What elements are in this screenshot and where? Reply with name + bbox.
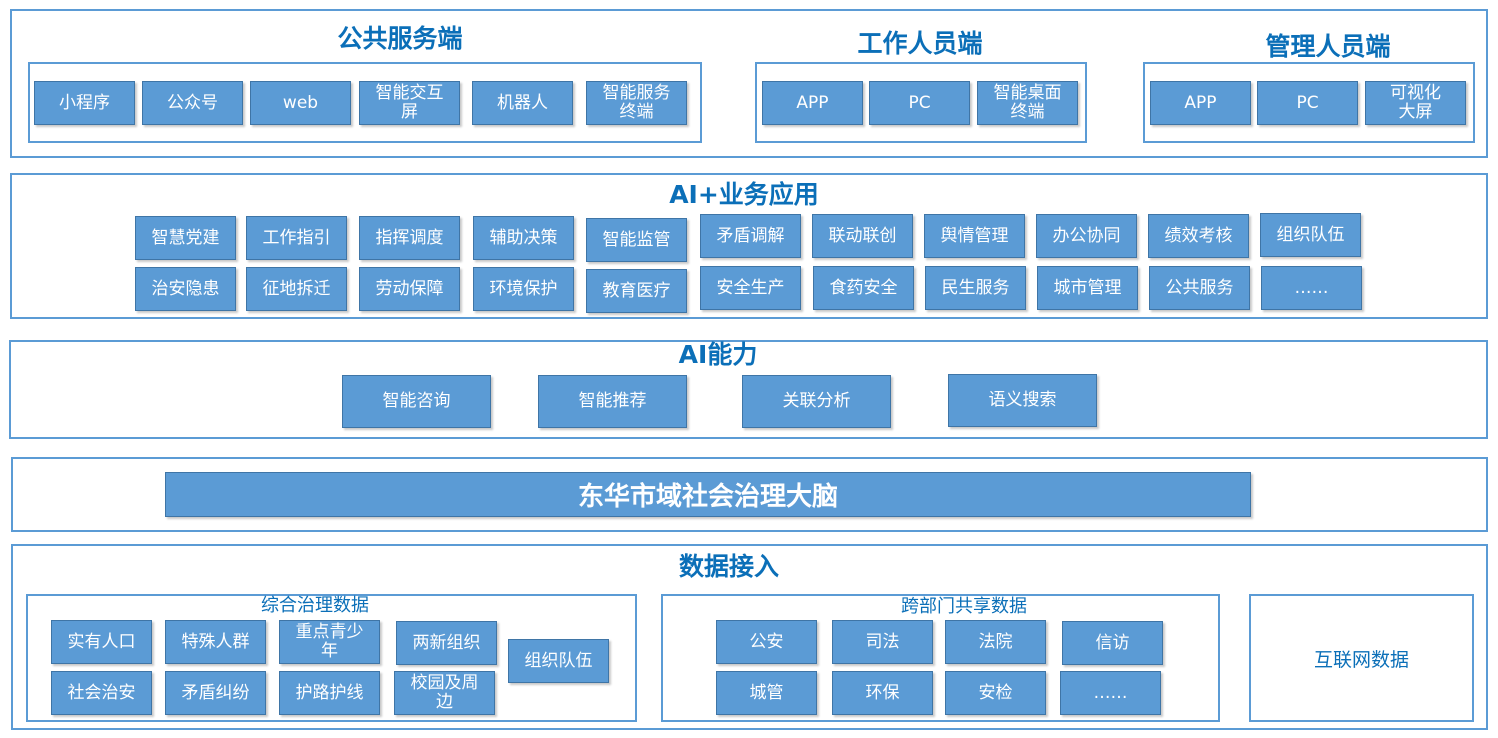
governance-item: 特殊人群 — [165, 620, 266, 664]
business-item: 指挥调度 — [359, 216, 460, 260]
business-item: 征地拆迁 — [246, 267, 347, 311]
business-item: 民生服务 — [925, 266, 1026, 310]
capability-item: 关联分析 — [742, 375, 891, 428]
business-item: 环境保护 — [473, 267, 574, 311]
governance-item: 护路护线 — [279, 671, 380, 715]
admin-item: PC — [1257, 81, 1358, 125]
business-item: 智能监管 — [586, 218, 687, 262]
ai-business-title: AI+业务应用 — [669, 180, 819, 209]
business-item: 舆情管理 — [924, 214, 1025, 258]
governance-item: 两新组织 — [396, 621, 497, 665]
business-item: 公共服务 — [1149, 266, 1250, 310]
business-item: 辅助决策 — [473, 216, 574, 260]
cross-dept-item: 司法 — [832, 620, 933, 664]
business-item: 劳动保障 — [359, 267, 460, 311]
cross-dept-item: 环保 — [832, 671, 933, 715]
admin-item: APP — [1150, 81, 1251, 125]
business-item: 智慧党建 — [135, 216, 236, 260]
governance-title: 综合治理数据 — [261, 595, 369, 616]
internet-data-label: 互联网数据 — [1313, 648, 1409, 671]
business-item: 办公协同 — [1036, 214, 1137, 258]
business-item: 安全生产 — [700, 266, 801, 310]
business-item: 联动联创 — [812, 214, 913, 258]
governance-item: 组织队伍 — [508, 639, 609, 683]
business-item: 工作指引 — [246, 216, 347, 260]
business-item: 治安隐患 — [135, 267, 236, 311]
public-item: 智能服务终端 — [586, 81, 687, 125]
cross-dept-item: 法院 — [945, 620, 1046, 664]
capability-item: 智能咨询 — [342, 375, 491, 428]
business-item: 教育医疗 — [586, 269, 687, 313]
public-item: web — [250, 81, 351, 125]
cross-dept-item: 信访 — [1062, 621, 1163, 665]
governance-item: 重点青少年 — [279, 620, 380, 664]
cross-dept-title: 跨部门共享数据 — [901, 596, 1027, 617]
admin-item: 可视化大屏 — [1365, 81, 1466, 125]
brain-banner: 东华市域社会治理大脑 — [165, 472, 1251, 517]
public-item: 小程序 — [34, 81, 135, 125]
internet-data-group — [1249, 594, 1474, 722]
capability-item: 语义搜索 — [948, 374, 1097, 427]
staff-title: 工作人员端 — [857, 29, 983, 58]
public-item: 智能交互屏 — [359, 81, 460, 125]
staff-item: APP — [762, 81, 863, 125]
business-item: 组织队伍 — [1260, 213, 1361, 257]
cross-dept-item: …… — [1060, 671, 1161, 715]
cross-dept-item: 公安 — [716, 620, 817, 664]
admin-title: 管理人员端 — [1265, 32, 1391, 61]
governance-item: 社会治安 — [51, 671, 152, 715]
cross-dept-item: 安检 — [945, 671, 1046, 715]
staff-item: 智能桌面终端 — [977, 81, 1078, 125]
capability-item: 智能推荐 — [538, 375, 687, 428]
public-item: 公众号 — [142, 81, 243, 125]
governance-item: 实有人口 — [51, 620, 152, 664]
business-item: 食药安全 — [813, 266, 914, 310]
staff-item: PC — [869, 81, 970, 125]
public-item: 机器人 — [472, 81, 573, 125]
business-item: 矛盾调解 — [700, 214, 801, 258]
governance-item: 校园及周边 — [394, 671, 495, 715]
business-item: 绩效考核 — [1148, 214, 1249, 258]
public-service-title: 公共服务端 — [337, 24, 463, 53]
business-item: 城市管理 — [1037, 266, 1138, 310]
data-access-title: 数据接入 — [678, 552, 779, 581]
business-item: …… — [1261, 266, 1362, 310]
ai-capability-title: AI能力 — [678, 340, 758, 369]
governance-item: 矛盾纠纷 — [165, 671, 266, 715]
cross-dept-item: 城管 — [716, 671, 817, 715]
